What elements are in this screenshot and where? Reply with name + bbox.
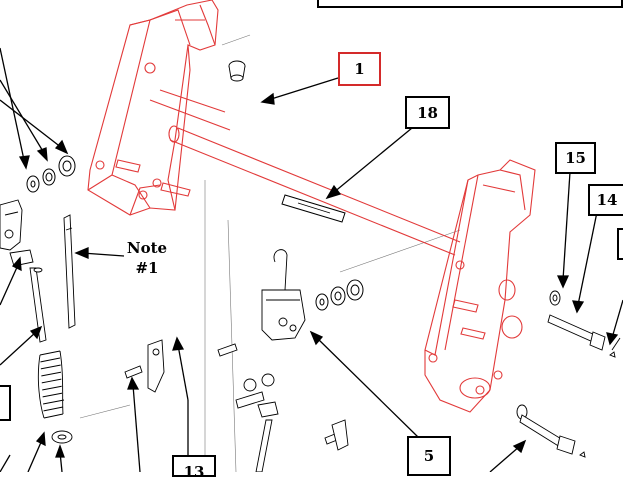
lower-rod [255, 401, 349, 473]
leader-lines [0, 47, 623, 473]
callout-5: 5 [407, 436, 451, 476]
center-hanger [261, 249, 306, 341]
note-line1: Note [126, 239, 168, 257]
spring-rod [9, 249, 73, 444]
right-mount-bracket [424, 159, 536, 413]
cross-tube [149, 89, 461, 256]
left-mount-bracket [87, 0, 219, 216]
callout-15: 15 [555, 142, 596, 174]
note-line2: #1 [135, 259, 159, 277]
decal-label [281, 194, 346, 223]
callout-1: 1 [338, 52, 381, 86]
callout-partial-left [0, 385, 11, 421]
callout-18: 18 [405, 96, 450, 129]
callout-partial-right [617, 228, 623, 260]
left-clevis [0, 199, 23, 251]
washers-center [315, 279, 364, 311]
top-pin [228, 60, 246, 82]
callout-13: 13 [172, 455, 216, 481]
strap-bar [63, 214, 76, 329]
note-1-label: Note #1 [124, 238, 170, 278]
bolt-lower-right [516, 404, 586, 458]
small-pins [124, 343, 343, 445]
callout-14: 14 [588, 184, 623, 216]
washers-left [26, 155, 76, 193]
header-notice-strip [317, 0, 623, 8]
small-clevis [147, 339, 165, 393]
bolt-upper-right [547, 290, 621, 358]
